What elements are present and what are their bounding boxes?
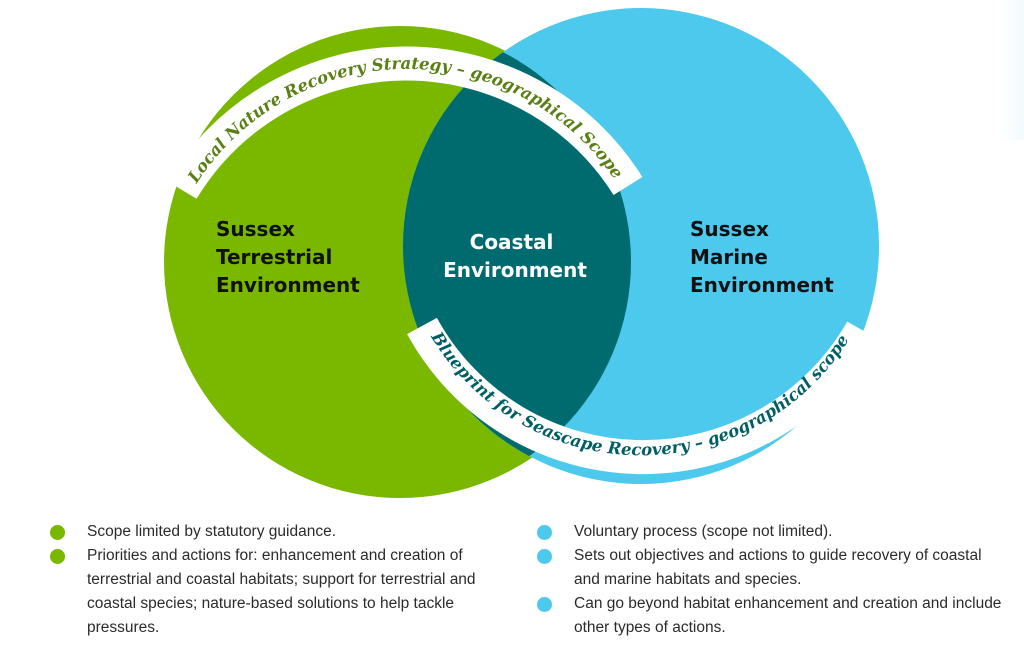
legend-item-text: Voluntary process (scope not limited). xyxy=(574,523,833,540)
legend-item: Sets out objectives and actions to guide… xyxy=(537,544,1007,592)
marine-title-line-1: Sussex xyxy=(690,217,769,241)
green-bullet-icon xyxy=(50,549,65,564)
marine-title: Sussex Marine Environment xyxy=(690,217,834,297)
marine-title-line-2: Marine xyxy=(690,245,768,269)
coastal-title-line-2: Environment xyxy=(443,258,587,282)
legend-item-text: Sets out objectives and actions to guide… xyxy=(574,547,982,588)
legend-item-text: Scope limited by statutory guidance. xyxy=(87,523,336,540)
venn-diagram: Local Nature Recovery Strategy – geograp… xyxy=(164,8,879,498)
green-bullet-icon xyxy=(50,525,65,540)
top-arc-band xyxy=(167,46,643,199)
legend-item: Scope limited by statutory guidance. xyxy=(50,520,490,544)
terrestrial-legend: Scope limited by statutory guidance. Pri… xyxy=(50,520,490,640)
terrestrial-title-line-2: Terrestrial xyxy=(216,245,332,269)
blue-bullet-icon xyxy=(537,525,552,540)
legend-item: Can go beyond habitat enhancement and cr… xyxy=(537,592,1007,640)
terrestrial-title-line-1: Sussex xyxy=(216,217,295,241)
coastal-title-line-1: Coastal xyxy=(470,230,554,254)
blue-bullet-icon xyxy=(537,549,552,564)
blue-bullet-icon xyxy=(537,597,552,612)
marine-title-line-3: Environment xyxy=(690,273,834,297)
corner-accent xyxy=(996,0,1024,140)
legend-item-text: Can go beyond habitat enhancement and cr… xyxy=(574,595,1002,636)
legend-item-text: Priorities and actions for: enhancement … xyxy=(87,547,476,636)
coastal-title: Coastal Environment xyxy=(443,230,587,282)
marine-legend: Voluntary process (scope not limited). S… xyxy=(537,520,1007,640)
bottom-arc-band xyxy=(407,317,877,475)
coastal-overlap xyxy=(403,26,631,484)
terrestrial-title: Sussex Terrestrial Environment xyxy=(216,217,360,297)
legend-item: Priorities and actions for: enhancement … xyxy=(50,544,490,640)
legend-item: Voluntary process (scope not limited). xyxy=(537,520,1007,544)
terrestrial-title-line-3: Environment xyxy=(216,273,360,297)
